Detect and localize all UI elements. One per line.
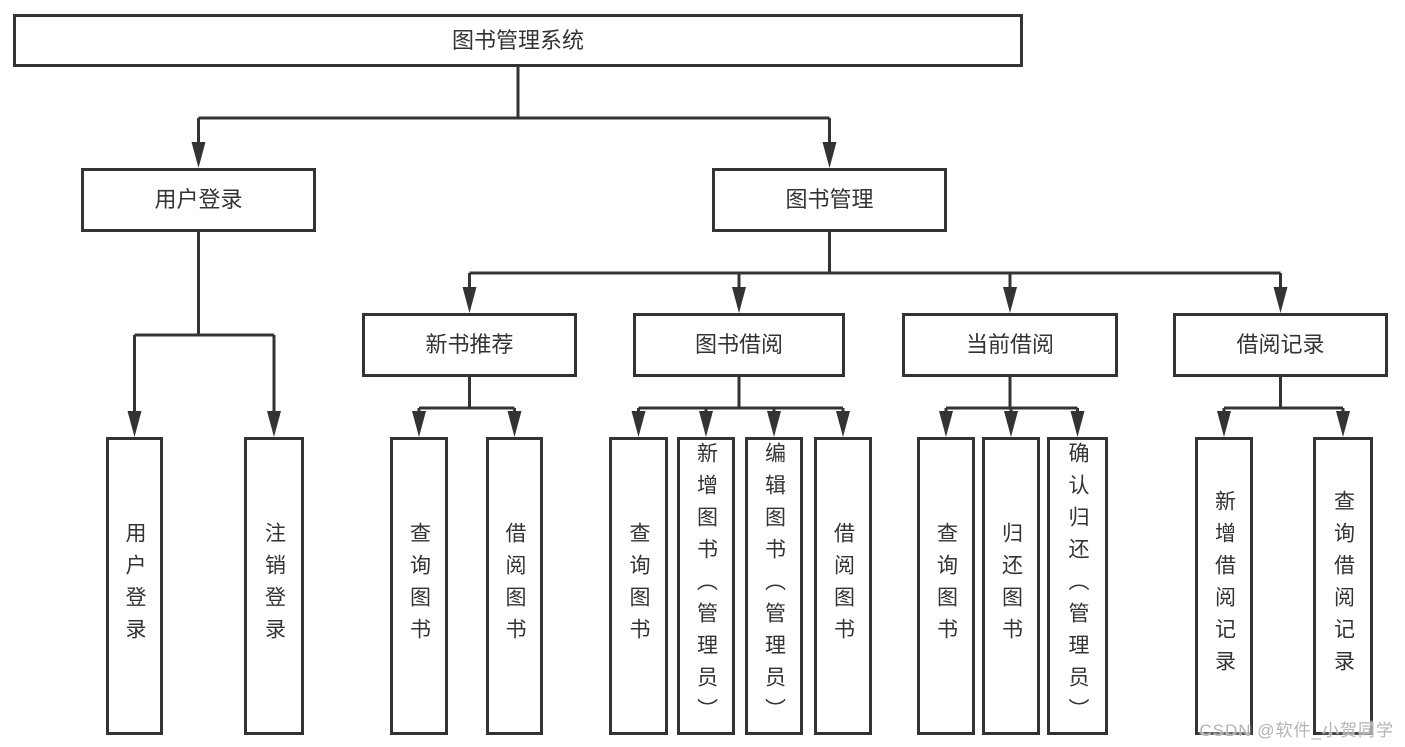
watermark: CSDN @软件_小贺同学	[1199, 721, 1394, 740]
arrowhead-icon	[462, 287, 477, 313]
node-nb-query: 查询图书	[390, 437, 448, 735]
node-label-bb-borrow: 借阅图书	[831, 522, 855, 650]
arrowhead-icon	[822, 142, 837, 168]
node-label-cb-query: 查询图书	[934, 522, 958, 650]
node-label-ul-logout: 注销登录	[262, 522, 286, 650]
node-current-borrow: 当前借阅	[902, 313, 1118, 377]
node-ul-login: 用户登录	[106, 437, 163, 735]
node-root: 图书管理系统	[13, 14, 1023, 67]
arrowhead-icon	[732, 287, 746, 313]
node-label-ul-login: 用户登录	[123, 522, 146, 650]
node-label-br-query: 查询借阅记录	[1331, 490, 1355, 682]
arrowhead-icon	[412, 411, 426, 437]
arrowhead-icon	[1336, 411, 1350, 437]
node-bb-borrow: 借阅图书	[814, 437, 872, 735]
node-new-book-rec: 新书推荐	[362, 313, 577, 377]
arrowhead-icon	[1217, 411, 1231, 437]
arrowhead-icon	[1004, 411, 1018, 437]
node-label-nb-query: 查询图书	[407, 522, 431, 650]
arrowhead-icon	[507, 411, 522, 437]
node-cb-confirm: 确认归还（管理员）	[1047, 437, 1108, 735]
node-label-borrow-record: 借阅记录	[1236, 332, 1325, 357]
node-cb-return: 归还图书	[982, 437, 1040, 735]
node-bb-query: 查询图书	[609, 437, 668, 735]
arrowhead-icon	[699, 411, 713, 437]
node-label-bb-query: 查询图书	[627, 522, 650, 650]
node-label-bb-add: 新增图书（管理员）	[694, 442, 718, 730]
node-bb-add: 新增图书（管理员）	[677, 437, 735, 735]
arrowhead-icon	[939, 411, 953, 437]
arrowhead-icon	[836, 411, 850, 437]
node-ul-logout: 注销登录	[244, 437, 304, 735]
arrowhead-icon	[631, 411, 646, 437]
node-bb-edit: 编辑图书（管理员）	[745, 437, 803, 735]
arrowhead-icon	[191, 142, 206, 168]
node-label-br-add: 新增借阅记录	[1212, 490, 1236, 682]
node-nb-borrow: 借阅图书	[486, 437, 543, 735]
node-borrow-record: 借阅记录	[1173, 313, 1388, 377]
node-label-new-book-rec: 新书推荐	[425, 332, 514, 357]
node-cb-query: 查询图书	[917, 437, 975, 735]
arrowhead-icon	[1273, 287, 1288, 313]
node-label-book-borrow: 图书借阅	[694, 332, 783, 357]
node-book-mgmt: 图书管理	[712, 168, 947, 232]
node-br-query: 查询借阅记录	[1313, 437, 1373, 735]
node-label-cb-return: 归还图书	[999, 522, 1023, 650]
arrowhead-icon	[1070, 411, 1085, 437]
node-label-bb-edit: 编辑图书（管理员）	[762, 442, 786, 730]
arrowhead-icon	[1003, 287, 1017, 313]
arrowhead-icon	[767, 411, 781, 437]
node-book-borrow: 图书借阅	[633, 313, 845, 377]
node-label-root: 图书管理系统	[451, 27, 584, 53]
arrowhead-icon	[127, 411, 142, 437]
node-user-login: 用户登录	[81, 168, 316, 232]
node-label-book-mgmt: 图书管理	[785, 187, 874, 212]
node-label-cb-confirm: 确认归还（管理员）	[1066, 442, 1089, 730]
node-label-nb-borrow: 借阅图书	[503, 522, 526, 650]
node-label-current-borrow: 当前借阅	[965, 332, 1054, 357]
node-label-user-login: 用户登录	[154, 187, 243, 212]
node-br-add: 新增借阅记录	[1195, 437, 1253, 735]
arrowhead-icon	[267, 411, 281, 437]
